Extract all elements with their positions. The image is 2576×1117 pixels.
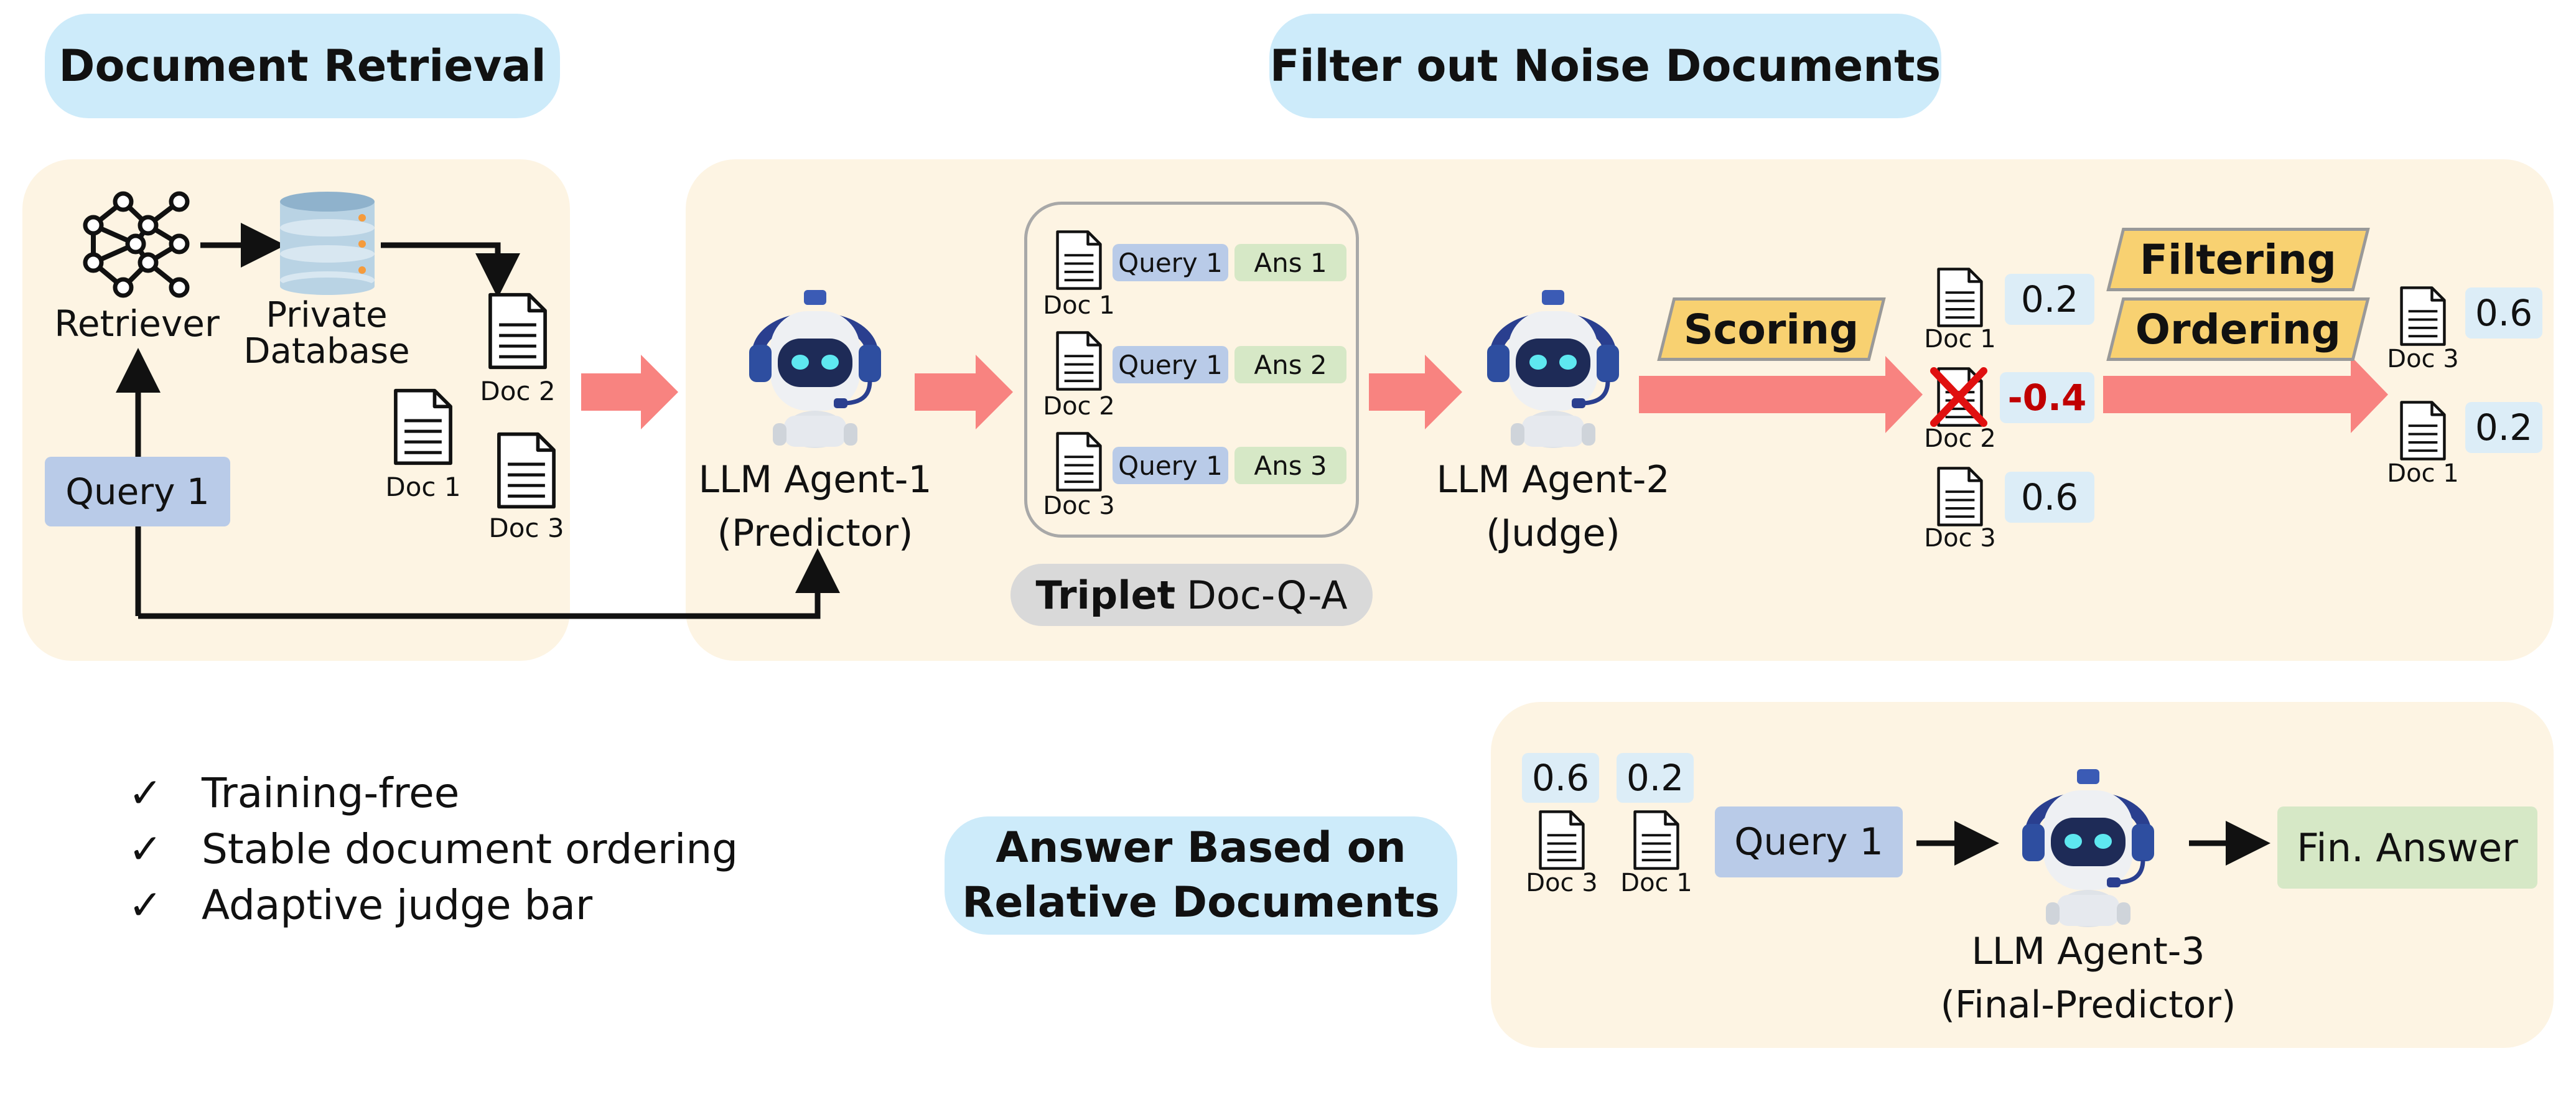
doc-icon [494, 431, 559, 510]
robot-agent3-icon [2014, 760, 2163, 928]
retrieval-doc-label: Doc 1 [385, 472, 461, 502]
doc-icon [1935, 266, 1985, 329]
doc-icon [485, 291, 550, 371]
check-icon: ✓ [128, 825, 163, 873]
score-badge: 0.2 [2465, 402, 2542, 453]
flow-arrow-agent2-to-scored [1639, 356, 1923, 433]
retriever-label: Retriever [54, 302, 220, 345]
document-retrieval-header: Document Retrieval [45, 14, 560, 118]
agent3-role: (Final-Predictor) [1940, 983, 2236, 1027]
ordering-banner: Ordering [2106, 297, 2370, 361]
flow-arrow-agent1-to-triplets [915, 355, 1013, 429]
neural-network-icon [83, 191, 190, 298]
robot-agent2-icon [1478, 281, 1628, 449]
filter-noise-title: Filter out Noise Documents [1269, 40, 1941, 91]
reject-cross-icon [1930, 367, 1987, 427]
retrieval-doc-label: Doc 3 [488, 513, 564, 543]
agent1-role: (Predictor) [717, 512, 913, 555]
doc-icon [1054, 431, 1104, 493]
doc-icon [1631, 809, 1681, 871]
feature-label: Adaptive judge bar [202, 881, 593, 929]
doc-icon [1054, 229, 1104, 291]
check-icon: ✓ [128, 881, 163, 929]
flow-arrow-scored-to-ordered [2103, 356, 2388, 433]
answer-relative-title-line1: Answer Based on [996, 823, 1406, 872]
triplet-answer-tag: Ans 2 [1234, 346, 1346, 383]
doc-icon [1935, 465, 1985, 528]
score-badge: 0.2 [1617, 753, 1694, 803]
triplet-caption: Triplet Doc-Q-A [1010, 564, 1373, 626]
triplet-caption-bold: Triplet [1035, 572, 1176, 618]
scored-doc-label: Doc 2 [1924, 424, 1996, 453]
agent2-name: LLM Agent-2 [1436, 458, 1670, 502]
triplet-query-tag: Query 1 [1113, 346, 1228, 383]
database-icon [280, 192, 375, 295]
triplet-doc-label: Doc 2 [1043, 392, 1115, 421]
query-input-tag: Query 1 [45, 457, 230, 526]
negative-score-badge: -0.4 [2000, 372, 2094, 423]
triplet-doc-label: Doc 3 [1043, 492, 1115, 520]
filtering-banner: Filtering [2106, 228, 2370, 291]
doc-icon [1537, 809, 1587, 871]
triplet-query-tag: Query 1 [1113, 447, 1228, 484]
filter-noise-header: Filter out Noise Documents [1269, 14, 1941, 118]
filtering-label: Filtering [2139, 235, 2337, 284]
doc-icon [391, 387, 455, 467]
flow-arrow-retrieval-to-agent1 [581, 355, 678, 429]
scoring-banner: Scoring [1657, 297, 1886, 361]
triplet-answer-tag: Ans 3 [1234, 447, 1346, 484]
scored-doc-label: Doc 1 [1924, 325, 1996, 353]
arrow-query-to-agent1 [138, 548, 840, 619]
scored-doc-label: Doc 3 [1924, 524, 1996, 553]
check-icon: ✓ [128, 769, 163, 817]
score-badge: 0.2 [2005, 274, 2094, 325]
final-doc-label: Doc 1 [1620, 869, 1692, 897]
doc-icon [1054, 330, 1104, 392]
answer-relative-header: Answer Based on Relative Documents [945, 816, 1457, 935]
scoring-label: Scoring [1684, 305, 1859, 353]
triplet-answer-tag: Ans 1 [1234, 244, 1346, 281]
final-answer-tag: Fin. Answer [2277, 806, 2537, 889]
doc-icon [2398, 400, 2448, 462]
database-label: Private Database [243, 295, 410, 372]
document-retrieval-title: Document Retrieval [58, 40, 546, 91]
feature-item: ✓ Stable document ordering [128, 825, 875, 880]
triplet-caption-rest: Doc-Q-A [1187, 572, 1348, 618]
feature-item: ✓ Training-free [128, 769, 875, 824]
final-query-tag: Query 1 [1715, 806, 1903, 877]
ordered-doc-label: Doc 3 [2387, 345, 2459, 373]
retrieval-doc-label: Doc 2 [480, 376, 556, 406]
triplet-query-tag: Query 1 [1113, 244, 1228, 281]
ordered-doc-label: Doc 1 [2387, 459, 2459, 488]
arrow-database-to-doc2 [381, 242, 520, 298]
answer-relative-title-line2: Relative Documents [962, 878, 1440, 927]
feature-label: Training-free [202, 769, 460, 817]
agent3-name: LLM Agent-3 [1971, 930, 2205, 973]
flow-arrow-triplets-to-agent2 [1369, 355, 1462, 429]
ordering-label: Ordering [2135, 305, 2341, 353]
agent1-name: LLM Agent-1 [698, 458, 932, 502]
robot-agent1-icon [740, 281, 890, 449]
doc-icon [2398, 285, 2448, 347]
final-doc-label: Doc 3 [1526, 869, 1598, 897]
feature-label: Stable document ordering [202, 825, 739, 873]
feature-item: ✓ Adaptive judge bar [128, 881, 875, 936]
triplet-doc-label: Doc 1 [1043, 291, 1115, 320]
score-badge: 0.6 [2005, 472, 2094, 523]
score-badge: 0.6 [1522, 753, 1599, 803]
agent2-role: (Judge) [1486, 512, 1620, 555]
score-badge: 0.6 [2465, 287, 2542, 339]
